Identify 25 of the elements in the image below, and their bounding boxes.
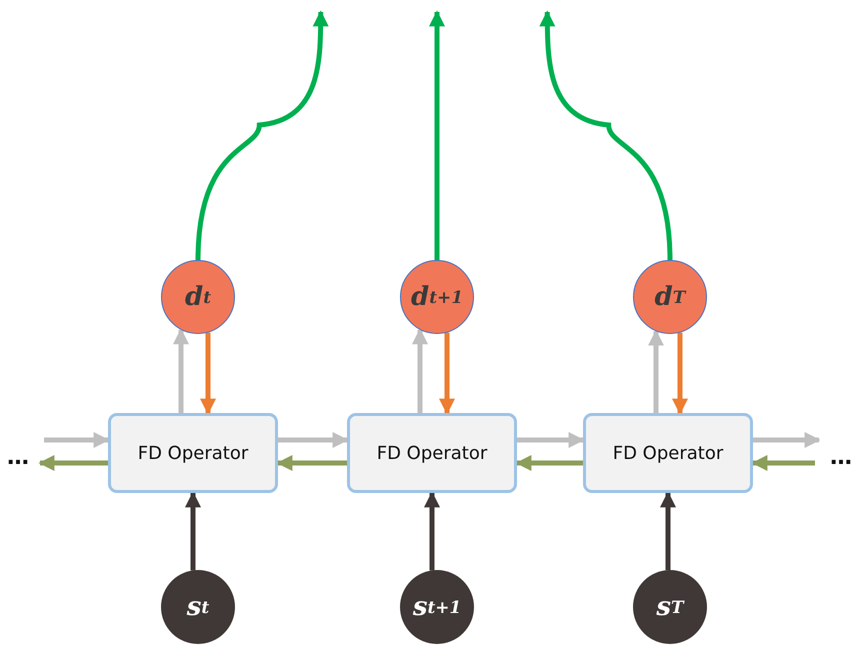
ellipsis: … bbox=[0, 442, 36, 472]
arrow bbox=[424, 491, 440, 570]
arrow bbox=[196, 10, 329, 260]
operator-box: FD Operator bbox=[347, 413, 517, 493]
arrow bbox=[539, 10, 672, 260]
arrow bbox=[278, 432, 349, 448]
arrow bbox=[412, 328, 428, 413]
arrow bbox=[439, 332, 455, 415]
arrow bbox=[517, 432, 585, 448]
ellipsis: … bbox=[823, 442, 859, 472]
arrow bbox=[753, 432, 821, 448]
arrow bbox=[44, 432, 110, 448]
arrow bbox=[200, 332, 216, 415]
arrow bbox=[185, 491, 201, 570]
operator-box: FD Operator bbox=[108, 413, 278, 493]
arrow bbox=[515, 455, 583, 471]
arrow bbox=[672, 332, 688, 415]
operator-box: FD Operator bbox=[583, 413, 753, 493]
arrow bbox=[648, 330, 664, 413]
arrow bbox=[751, 455, 815, 471]
arrow bbox=[429, 10, 445, 260]
arrow bbox=[38, 455, 108, 471]
arrow bbox=[173, 328, 189, 413]
arrow bbox=[276, 455, 347, 471]
arrow bbox=[660, 491, 676, 570]
